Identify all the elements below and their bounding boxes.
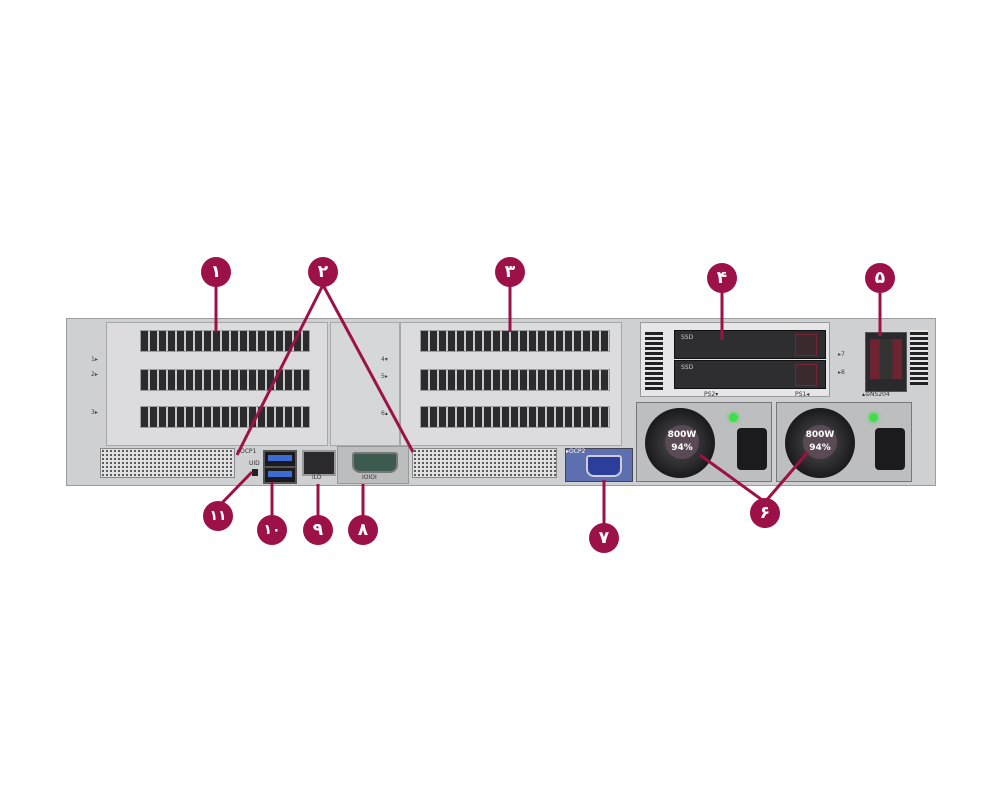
- usb-port-2[interactable]: [263, 466, 297, 484]
- ps2-label: PS2▾: [704, 391, 719, 398]
- callout-6: ۶: [750, 498, 780, 528]
- callout-7: ۷: [589, 523, 619, 553]
- center-plate: [330, 322, 400, 446]
- ns204-label: ▴⊖NS204: [862, 391, 890, 398]
- leader-11: [218, 470, 254, 507]
- callout-2: ۲: [308, 257, 338, 287]
- psu-wattage: 800W: [805, 430, 835, 440]
- slot-label-2: 2▸: [91, 371, 98, 378]
- pcie-slot-1: [140, 330, 310, 352]
- psu-1[interactable]: 800W 94%: [776, 402, 912, 482]
- slot-label-6: 6▴: [381, 410, 388, 417]
- psu-wattage: 800W: [667, 430, 697, 440]
- pcie-slot-6: [420, 406, 610, 428]
- psu-led: [869, 413, 878, 422]
- leader-2b: [321, 284, 415, 453]
- ilo-ethernet-port[interactable]: [302, 450, 336, 476]
- psu-rating-badge: 800W 94%: [665, 425, 699, 459]
- ilo-label: iLO: [312, 474, 322, 481]
- callout-11: ۱۱: [203, 501, 233, 531]
- psu-efficiency: 94%: [809, 443, 831, 453]
- callout-8: ۸: [348, 515, 378, 545]
- pcie-slot-5: [420, 369, 610, 391]
- leader-6b: [763, 451, 810, 503]
- uid-button[interactable]: [252, 469, 258, 476]
- psu-efficiency: 94%: [671, 443, 693, 453]
- callout-1: ۱: [201, 257, 231, 287]
- power-inlet[interactable]: [737, 428, 767, 470]
- ps1-label: PS1◂: [795, 391, 810, 398]
- ns204-boot-device[interactable]: [865, 332, 907, 392]
- ssd-drive-2[interactable]: SSD: [674, 360, 826, 389]
- slot-label-3: 3▸: [91, 409, 98, 416]
- side-vent: [910, 330, 928, 385]
- callout-10: ۱۰: [257, 515, 287, 545]
- callout-4: ۴: [707, 263, 737, 293]
- pcie-slot-3: [140, 406, 310, 428]
- callout-5: ۵: [865, 263, 895, 293]
- psu-led: [729, 413, 738, 422]
- ssd-label: SSD: [681, 334, 694, 341]
- power-inlet[interactable]: [875, 428, 905, 470]
- slot-label-8: ▸8: [838, 369, 845, 376]
- uid-label: UID: [249, 460, 260, 467]
- cage-vent: [645, 330, 663, 390]
- serial-port[interactable]: [352, 452, 398, 473]
- slot-label-4: 4▾: [381, 356, 388, 363]
- slot-label-5: 5▸: [381, 373, 388, 380]
- slot-label-7: ▸7: [838, 351, 845, 358]
- ocp1-label: ▸OCP1: [237, 448, 257, 455]
- psu-2[interactable]: 800W 94%: [636, 402, 772, 482]
- ocp-slot-2[interactable]: [412, 448, 557, 478]
- pcie-slot-4: [420, 330, 610, 352]
- slot-label-1: 1▸: [91, 356, 98, 363]
- ssd-label: SSD: [681, 364, 694, 371]
- pcie-slot-2: [140, 369, 310, 391]
- callout-9: ۹: [303, 515, 333, 545]
- serial-label: IOIOI: [362, 474, 377, 481]
- callout-3: ۳: [495, 257, 525, 287]
- ssd-drive-1[interactable]: SSD: [674, 330, 826, 359]
- leader-6a: [699, 453, 766, 504]
- ocp2-label: ▸OCP2: [566, 448, 586, 455]
- vga-port[interactable]: [586, 455, 622, 477]
- ocp-slot-1[interactable]: [100, 448, 235, 478]
- leader-2a: [235, 284, 325, 456]
